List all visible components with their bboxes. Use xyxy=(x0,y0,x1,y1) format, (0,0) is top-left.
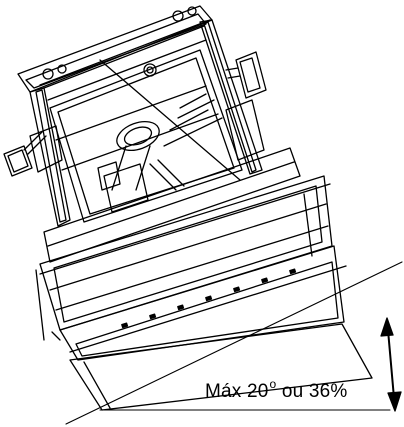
slope-label-suffix: ou 36% xyxy=(276,381,348,402)
double-headed-vertical-arrow-icon xyxy=(380,317,402,412)
left-mirror xyxy=(3,131,47,177)
cab-interior xyxy=(49,49,243,223)
slope-label-degree-symbol: o xyxy=(269,377,277,391)
slope-ground-line xyxy=(65,261,403,425)
front-upper-panel xyxy=(43,147,301,263)
right-mirror xyxy=(225,51,267,99)
front-bonnet xyxy=(35,175,333,341)
steering-wheel xyxy=(97,93,223,213)
machine-front-view xyxy=(3,5,373,411)
cab-frame xyxy=(29,19,263,227)
slope-label-prefix: Máx 20 xyxy=(205,381,269,402)
max-slope-label: Máx 20o ou 36% xyxy=(205,377,348,403)
bumper-bolts xyxy=(121,268,297,329)
front-drum xyxy=(59,245,373,411)
side-body xyxy=(29,99,265,173)
